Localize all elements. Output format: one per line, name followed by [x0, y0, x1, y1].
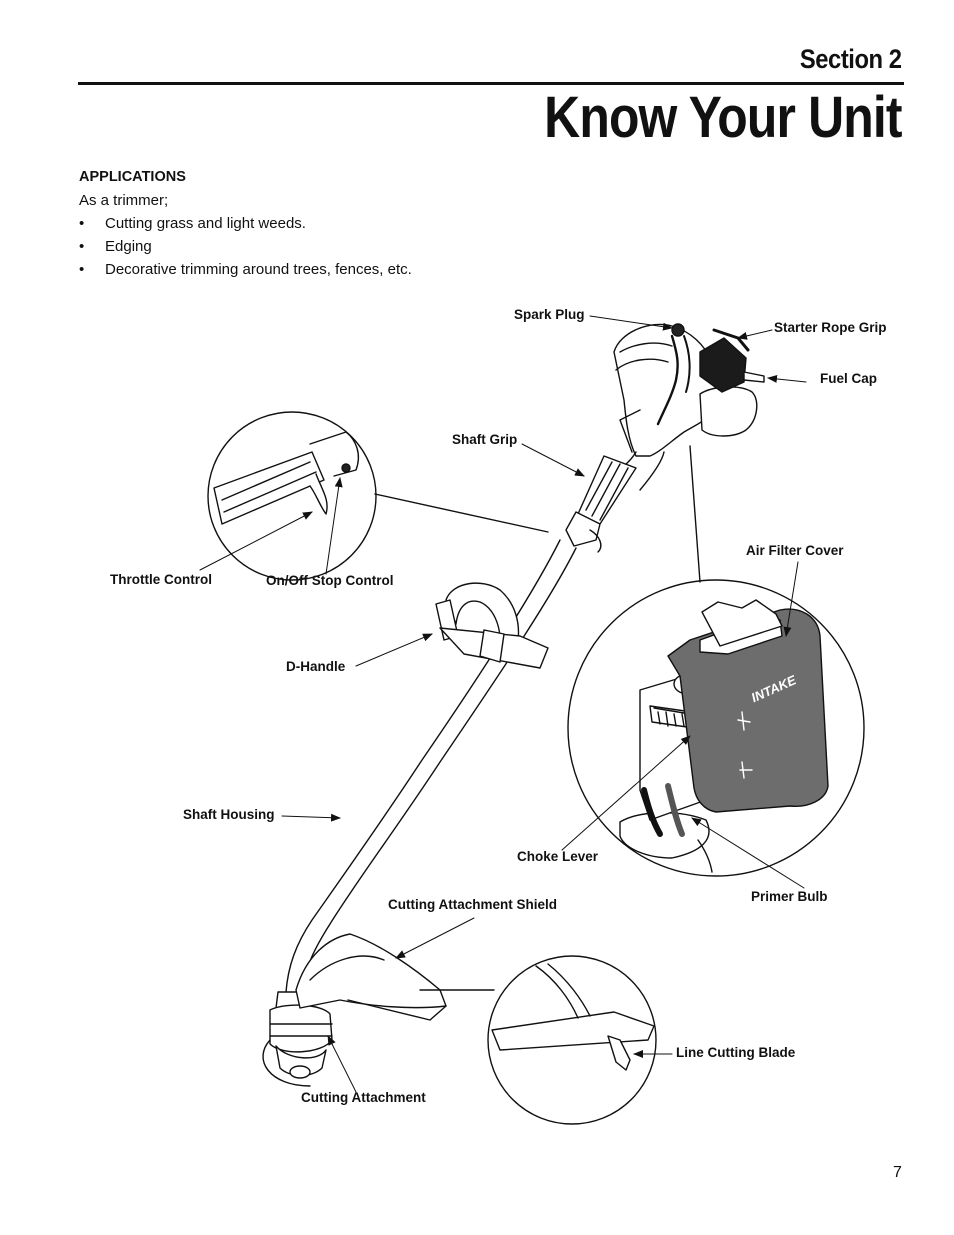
leader-lines — [199, 315, 807, 1093]
label-on-off-stop-control: On/Off Stop Control — [266, 573, 394, 588]
label-starter-rope-grip: Starter Rope Grip — [774, 320, 887, 335]
shaft-grip — [565, 455, 637, 553]
header-rule — [78, 82, 904, 85]
bullet: • — [79, 238, 85, 255]
label-d-handle: D-Handle — [286, 659, 346, 674]
shaft — [285, 539, 577, 995]
label-fuel-cap: Fuel Cap — [820, 371, 878, 386]
label-line-cutting-blade: Line Cutting Blade — [676, 1045, 796, 1060]
applications-section: APPLICATIONS As a trimmer; •Cutting gras… — [79, 166, 412, 281]
cutting-attachment-shield — [295, 933, 447, 1021]
label-cutting-attachment: Cutting Attachment — [301, 1090, 426, 1105]
blade-inset — [419, 955, 657, 1125]
d-handle — [435, 582, 549, 669]
bullet: • — [79, 215, 85, 232]
applications-intro: As a trimmer; — [79, 192, 169, 209]
throttle-inset — [207, 411, 549, 581]
label-air-filter-cover: Air Filter Cover — [746, 543, 844, 558]
list-item: •Cutting grass and light weeds. — [79, 212, 412, 235]
label-shaft-housing: Shaft Housing — [183, 807, 275, 822]
page-title: Know Your Unit — [544, 85, 903, 150]
list-item: •Decorative trimming around trees, fence… — [79, 258, 412, 281]
label-choke-lever: Choke Lever — [517, 849, 599, 864]
air-filter-inset — [567, 445, 865, 877]
section-label: Section 2 — [800, 44, 902, 74]
applications-heading: APPLICATIONS — [79, 169, 186, 185]
bullet: • — [79, 261, 85, 278]
label-throttle-control: Throttle Control — [110, 572, 212, 587]
page-number: 7 — [893, 1164, 902, 1181]
engine-housing — [611, 323, 765, 491]
label-spark-plug: Spark Plug — [514, 307, 585, 322]
cutting-head — [262, 991, 333, 1087]
applications-list: •Cutting grass and light weeds. •Edging … — [79, 212, 412, 281]
label-shaft-grip: Shaft Grip — [452, 432, 518, 447]
label-primer-bulb: Primer Bulb — [751, 889, 828, 904]
label-cutting-attachment-shield: Cutting Attachment Shield — [388, 897, 557, 912]
list-item: •Edging — [79, 235, 412, 258]
